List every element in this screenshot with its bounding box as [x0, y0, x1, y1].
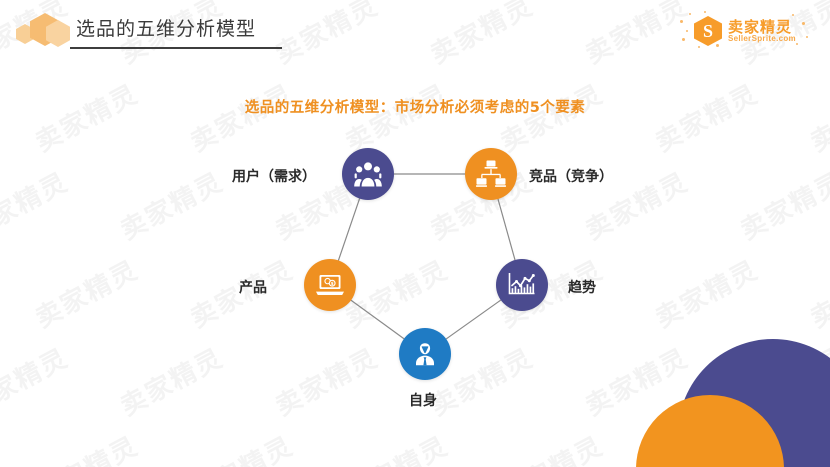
diagram-node-trend[interactable] — [496, 259, 548, 311]
sparkle-dot-icon — [716, 44, 719, 47]
sparkle-dot-icon — [698, 46, 700, 48]
person-user-icon — [412, 341, 438, 367]
diagram-node-users[interactable] — [342, 148, 394, 200]
diagram-label-self: 自身 — [409, 393, 437, 409]
diagram-label-users: 用户（需求） — [232, 169, 316, 185]
diagram-edge — [337, 198, 361, 261]
slide-subtitle: 选品的五维分析模型：市场分析必须考虑的5个要素 — [244, 100, 586, 116]
people-group-icon — [353, 161, 383, 187]
diagram-edge — [350, 299, 405, 340]
sellersprite-name-cn: 卖家精灵 — [728, 18, 793, 36]
diagram-label-product: 产品 — [239, 280, 267, 296]
diagram-label-competitors: 竞品（竞争） — [529, 169, 613, 185]
sparkle-dot-icon — [802, 22, 805, 25]
diagram-node-competitors[interactable] — [465, 148, 517, 200]
svg-text:$: $ — [331, 281, 334, 287]
sparkle-dot-icon — [806, 36, 808, 38]
hexagon-logo-icon — [16, 12, 72, 47]
sparkle-dot-icon — [689, 13, 691, 15]
sparkle-dot-icon — [682, 38, 685, 41]
hexagon-shape-small — [16, 24, 34, 44]
page-title: 选品的五维分析模型 — [76, 18, 257, 40]
header-divider — [70, 47, 282, 49]
line-chart-icon — [508, 272, 536, 298]
sparkle-dot-icon — [704, 11, 706, 13]
sparkle-dot-icon — [680, 20, 683, 23]
network-sitemap-icon — [476, 160, 506, 188]
sellersprite-logo[interactable]: S 卖家精灵 SellerSprite.com — [680, 10, 812, 50]
sellersprite-mark-letter: S — [702, 21, 713, 41]
page-header: 选品的五维分析模型 S 卖家精灵 SellerSprite.com — [0, 0, 830, 56]
sparkle-dot-icon — [792, 14, 794, 16]
laptop-money-icon: $ — [315, 273, 345, 297]
sparkle-dot-icon — [686, 30, 688, 32]
sparkle-dot-icon — [796, 43, 798, 45]
diagram-edge — [445, 299, 502, 340]
diagram-node-self[interactable] — [399, 328, 451, 380]
diagram-label-trend: 趋势 — [568, 280, 596, 296]
hexagon-shape-mid — [46, 20, 70, 47]
diagram-edge — [497, 198, 516, 261]
sellersprite-mark-icon: S — [694, 16, 722, 46]
sellersprite-name-en: SellerSprite.com — [728, 34, 796, 43]
diagram-node-product[interactable]: $ — [304, 259, 356, 311]
